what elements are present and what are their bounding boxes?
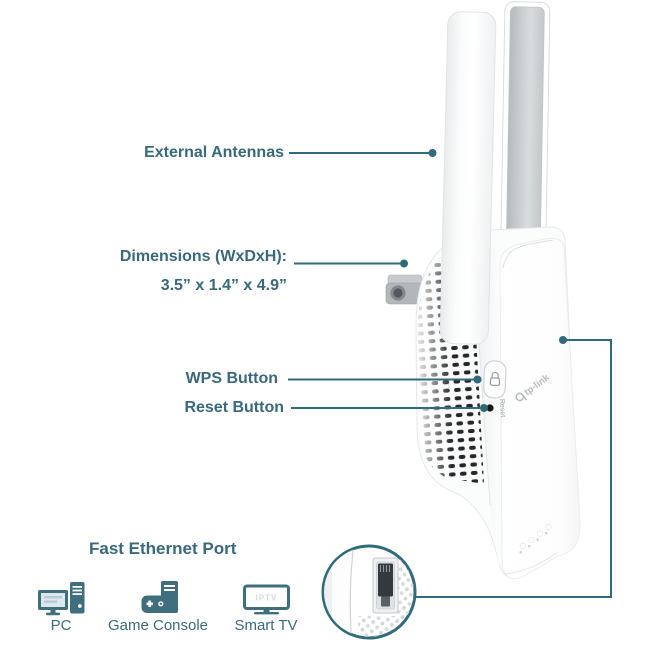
ethernet-port-label: Fast Ethernet Port (89, 539, 237, 558)
dimensions-label: Dimensions (WxDxH): 3.5” x 1.4” x 4.9” (120, 242, 287, 300)
front-panel: tp-link (499, 237, 581, 580)
dimensions-value: 3.5” x 1.4” x 4.9” (160, 277, 287, 294)
iptv-screen-text: IPTV (256, 594, 278, 603)
vent-grille (418, 240, 484, 484)
device-body: tp-link (415, 226, 581, 580)
dimensions-title: Dimensions (WxDxH): (119, 248, 287, 265)
reset-pinhole: Reset (486, 399, 506, 418)
pc-label: PC (50, 617, 72, 634)
callout-lines (288, 149, 612, 598)
reset-pointer (291, 404, 488, 412)
wps-button (483, 360, 507, 399)
smart-tv-label: Smart TV (234, 617, 298, 634)
ethernet-bracket (415, 336, 612, 598)
wps-pointer (288, 375, 482, 384)
wps-lock-icon (489, 371, 501, 387)
reset-button-label: Reset Button (184, 399, 284, 416)
back-antenna (500, 1, 551, 240)
pc-icon (38, 582, 85, 616)
smart-tv-icon: IPTV (243, 584, 290, 615)
status-leds (519, 523, 552, 554)
ethernet-port (372, 557, 399, 614)
game-console-icon (141, 581, 178, 613)
reset-marking-text: Reset (498, 399, 506, 418)
front-antenna (439, 11, 497, 345)
ethernet-port-callout (321, 544, 417, 640)
external-antennas-pointer (289, 149, 437, 157)
wps-button-label: WPS Button (185, 370, 278, 387)
game-console-label: Game Console (107, 617, 209, 634)
dimensions-pointer (294, 259, 408, 268)
external-antennas-label: External Antennas (144, 144, 284, 161)
